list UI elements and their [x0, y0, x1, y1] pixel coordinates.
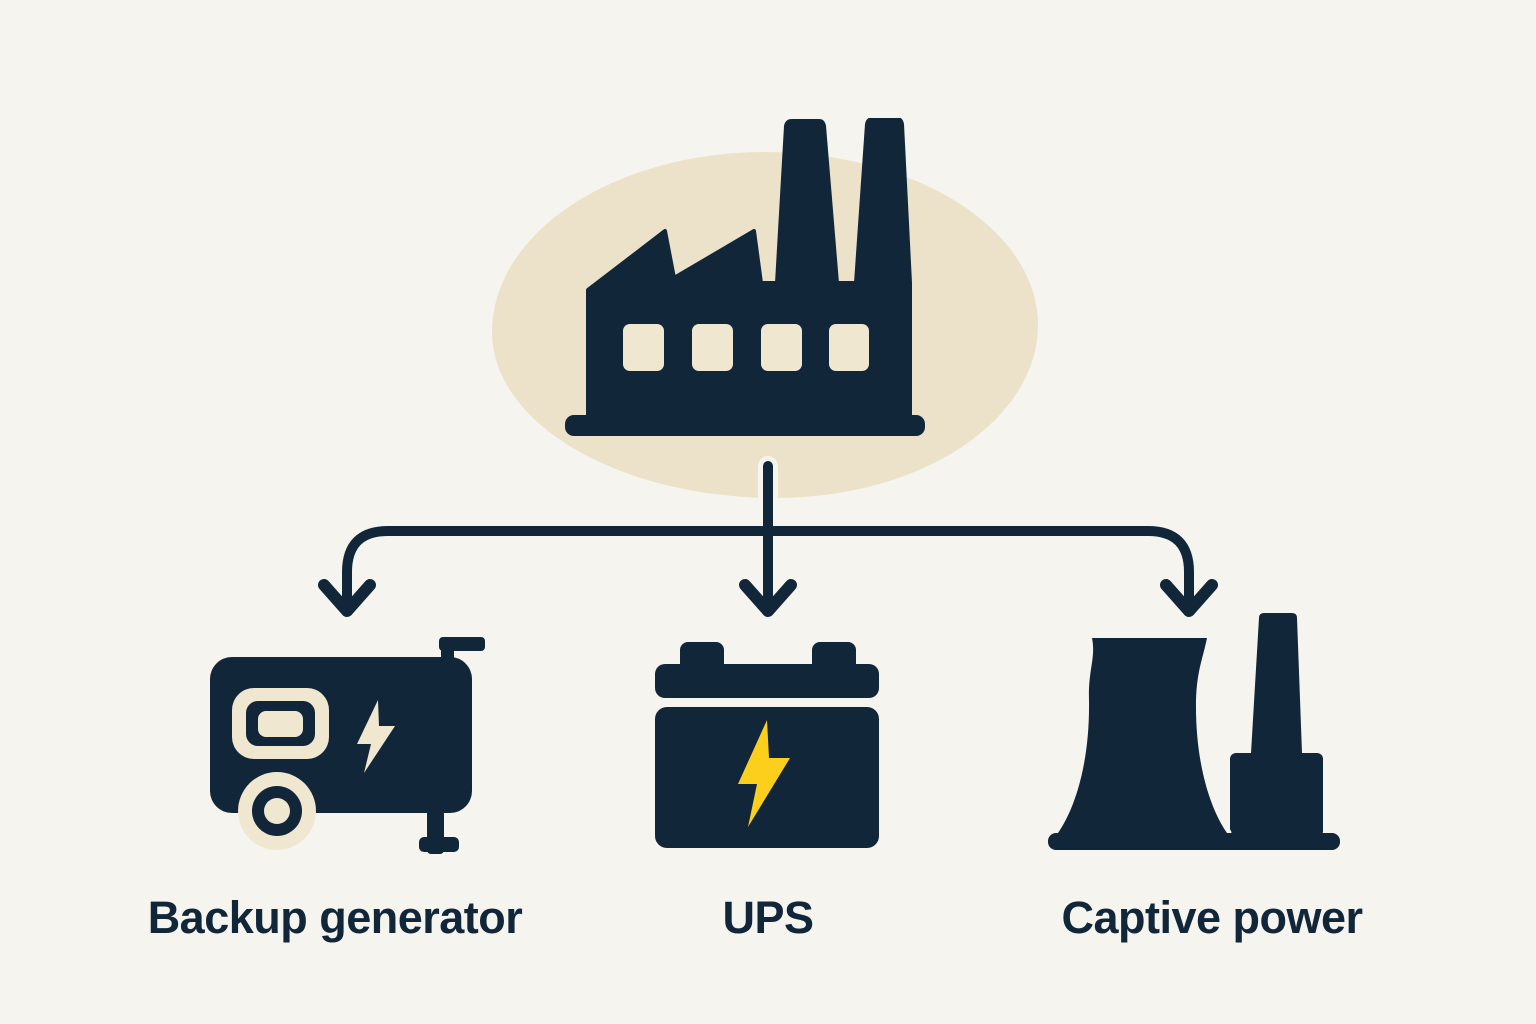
- generator-bolt-icon: [357, 700, 395, 773]
- node-label-ups: UPS: [722, 892, 814, 943]
- node-label-captive-power: Captive power: [1061, 892, 1363, 943]
- battery-icon: [655, 642, 879, 848]
- node-label-backup-generator: Backup generator: [147, 892, 523, 943]
- cooling-tower-icon: [1048, 613, 1340, 850]
- cooling-tower-shape: [1053, 633, 1232, 838]
- generator-panel-screen: [258, 711, 303, 737]
- factory-window: [692, 324, 733, 371]
- factory-window: [829, 324, 869, 371]
- arrowhead-right-icon: [1160, 579, 1218, 617]
- battery-cap: [655, 664, 879, 698]
- generator-wheel-hub: [264, 798, 290, 824]
- plant-chimney: [1251, 613, 1302, 753]
- plant-building: [1230, 753, 1323, 837]
- plant-base: [1048, 833, 1340, 850]
- factory-icon: [565, 118, 925, 436]
- arrowhead-center-icon: [739, 579, 797, 617]
- factory-base: [565, 415, 925, 436]
- arrowhead-left-icon: [318, 579, 376, 617]
- generator-icon: [210, 637, 485, 854]
- factory-window: [623, 324, 664, 371]
- battery-bolt-icon: [738, 720, 790, 827]
- generator-foot: [419, 837, 459, 852]
- factory-window: [761, 324, 802, 371]
- generator-exhaust-cap: [439, 637, 485, 651]
